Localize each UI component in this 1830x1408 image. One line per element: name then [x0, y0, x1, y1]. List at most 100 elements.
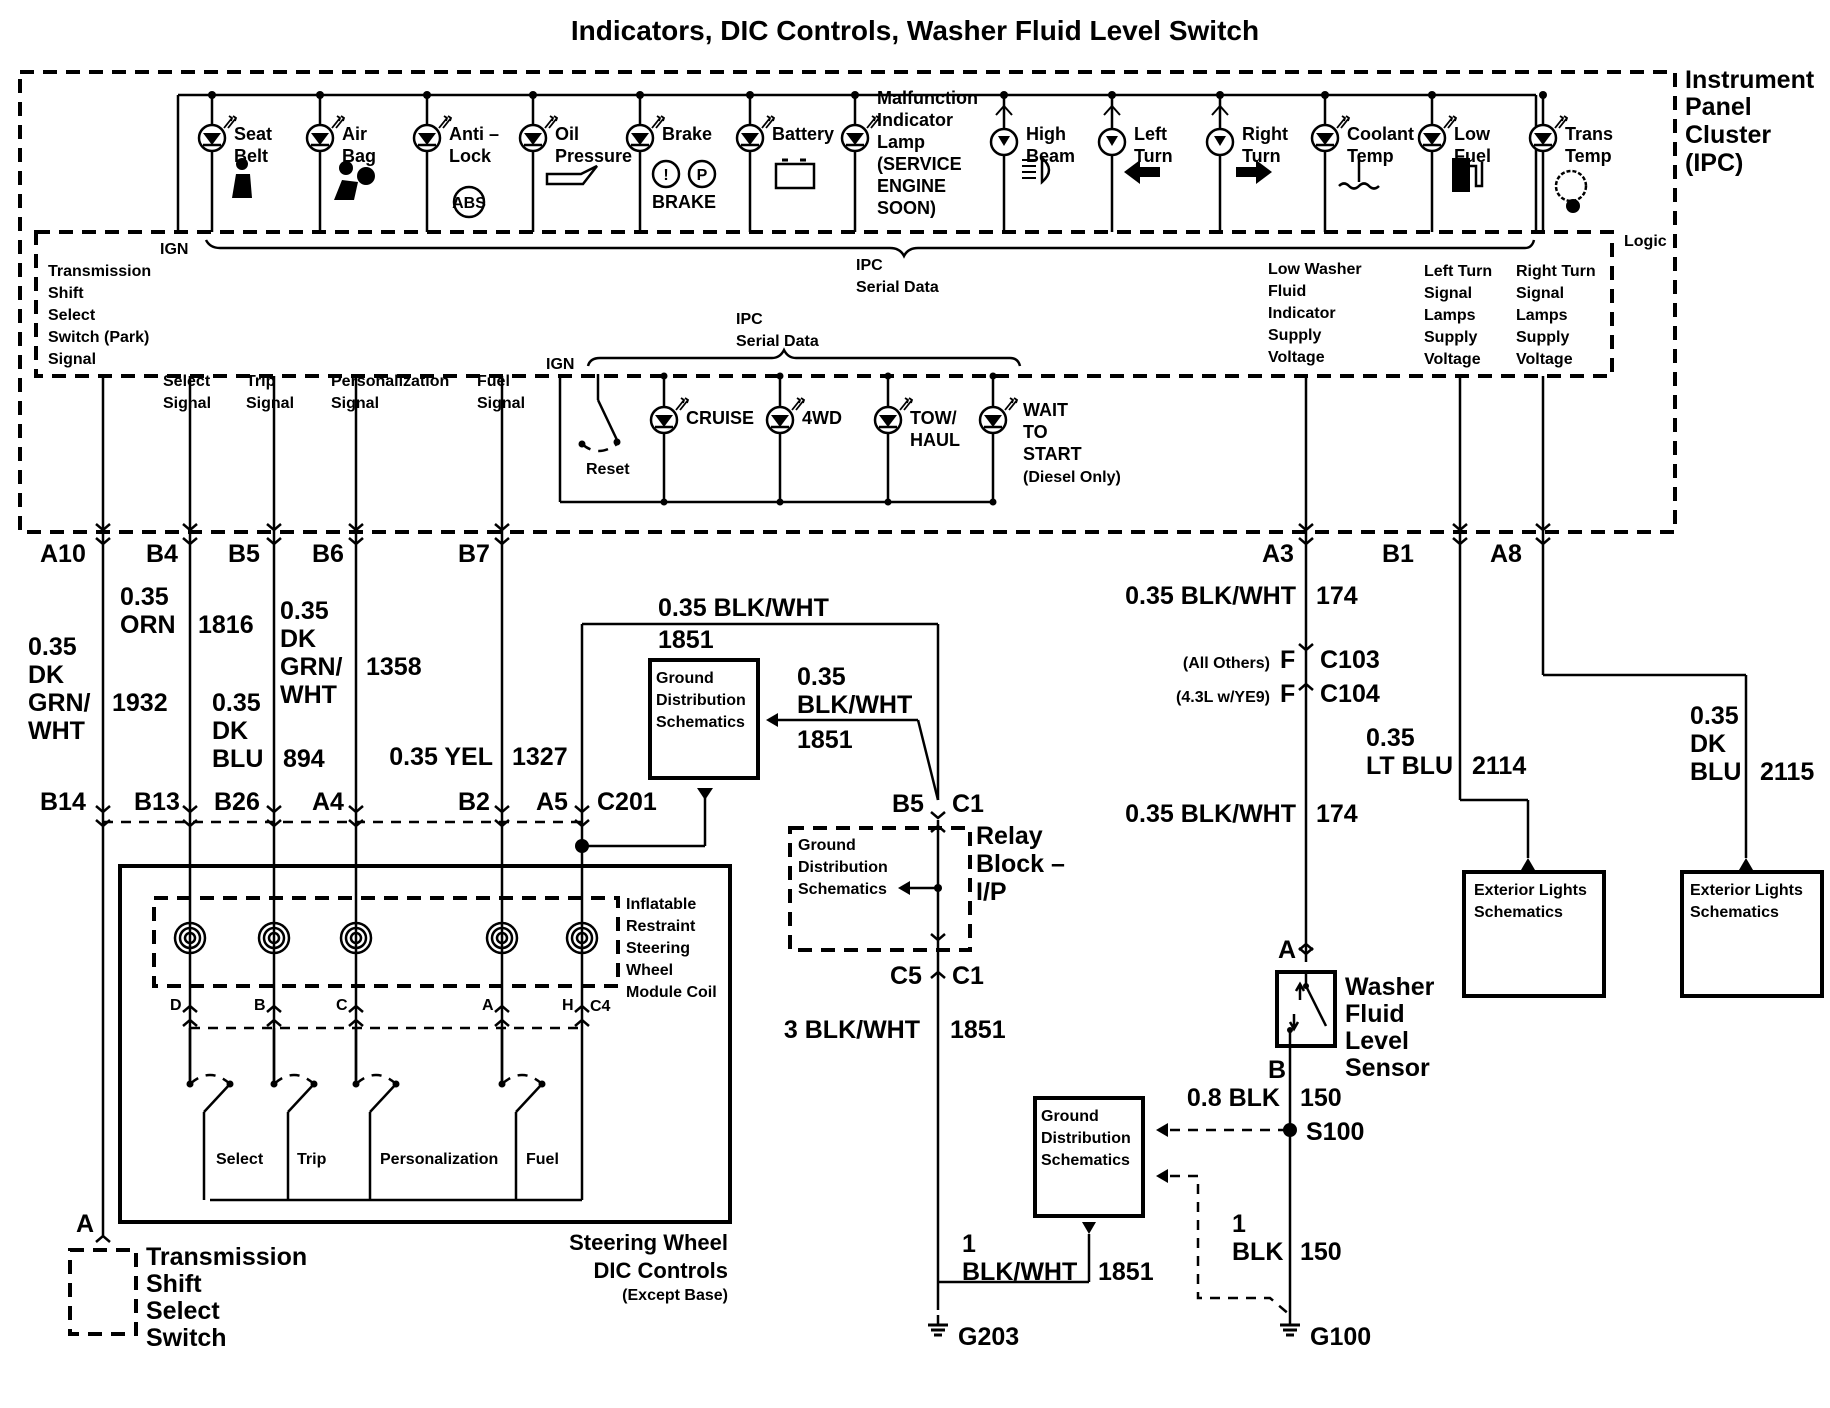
signal-label: Transmission: [48, 263, 151, 280]
c201-pin-label: B26: [214, 788, 260, 816]
svg-text:BLK: BLK: [1232, 1238, 1283, 1266]
c201-pin-label: B13: [134, 788, 180, 816]
indicator-label: Temp: [1347, 146, 1394, 166]
indicator-label: Trans: [1565, 124, 1613, 144]
indicator-label: Seat: [234, 124, 272, 144]
signal-label: Shift: [48, 285, 84, 302]
svg-text:DK: DK: [1690, 730, 1726, 758]
brake-sub-label: BRAKE: [652, 192, 716, 212]
svg-text:Distribution: Distribution: [656, 692, 746, 709]
svg-text:C103: C103: [1320, 646, 1380, 674]
svg-text:C4: C4: [590, 998, 611, 1015]
signal-label: Fluid: [1268, 283, 1306, 300]
ign-label-top: IGN: [160, 241, 188, 258]
svg-text:150: 150: [1300, 1084, 1342, 1112]
svg-text:Schematics: Schematics: [798, 881, 887, 898]
fuel-pump-icon: [1452, 158, 1484, 192]
ipc-serial-data-label-top-1: IPC: [856, 257, 883, 274]
svg-text:G100: G100: [1310, 1323, 1371, 1351]
indicator-label: Battery: [772, 124, 834, 144]
svg-text:0.35: 0.35: [280, 597, 329, 625]
svg-text:C1: C1: [952, 962, 984, 990]
coolant-icon: [1338, 156, 1380, 190]
svg-text:0.35: 0.35: [212, 689, 261, 717]
lower-indicator-label: TO: [1023, 422, 1048, 442]
signal-label: Fuel: [477, 373, 510, 390]
indicator-label: Temp: [1565, 146, 1612, 166]
svg-text:Distribution: Distribution: [798, 859, 888, 876]
ipc-pin-label: B6: [312, 540, 344, 568]
svg-text:BLK/WHT: BLK/WHT: [962, 1258, 1077, 1286]
svg-text:Ground: Ground: [656, 670, 714, 687]
c201-pin-label: B2: [458, 788, 490, 816]
signal-label: Signal: [163, 395, 211, 412]
svg-text:1816: 1816: [198, 611, 254, 639]
coil-pin-label: A: [482, 997, 494, 1014]
switch-label: Fuel: [526, 1151, 559, 1168]
left-arrow-icon: [1124, 160, 1160, 184]
connector-chevrons: [95, 523, 1551, 1243]
indicator-label: Oil: [555, 124, 579, 144]
indicator-label: (SERVICE: [877, 154, 962, 174]
svg-text:2115: 2115: [1760, 758, 1814, 786]
signal-label: Signal: [246, 395, 294, 412]
g203-ground-icon: [926, 1313, 950, 1337]
svg-text:Switch: Switch: [146, 1324, 227, 1352]
indicator-label: Beam: [1026, 146, 1075, 166]
lower-indicator: TOW/HAUL: [873, 372, 960, 506]
battery-icon: [774, 158, 816, 190]
wire-b5-label: 0.35 DK BLU 894: [212, 689, 325, 773]
svg-text:Schematics: Schematics: [1041, 1152, 1130, 1169]
svg-text:1851: 1851: [797, 726, 853, 754]
svg-text:LT BLU: LT BLU: [1366, 752, 1453, 780]
signal-label: Supply: [1268, 327, 1321, 344]
svg-text:BLU: BLU: [212, 745, 263, 773]
switch-label: Trip: [297, 1151, 327, 1168]
svg-text:BLU: BLU: [1690, 758, 1741, 786]
svg-text:C1: C1: [952, 790, 984, 818]
svg-text:1851: 1851: [1098, 1258, 1154, 1286]
svg-text:150: 150: [1300, 1238, 1342, 1266]
exterior-lights-box-right: [1680, 870, 1824, 998]
svg-text:DIC Controls: DIC Controls: [594, 1258, 728, 1283]
c201-pin-label: A4: [312, 788, 344, 816]
signal-label: Signal: [48, 351, 96, 368]
signal-label: Supply: [1516, 329, 1569, 346]
lower-indicator-label: 4WD: [802, 408, 842, 428]
signal-label: Personalization: [331, 373, 449, 390]
lower-indicator-label: CRUISE: [686, 408, 754, 428]
svg-text:G203: G203: [958, 1323, 1019, 1351]
svg-text:Schematics: Schematics: [1690, 904, 1779, 921]
svg-text:Ground: Ground: [798, 837, 856, 854]
svg-text:DK: DK: [280, 625, 316, 653]
svg-text:Steering Wheel: Steering Wheel: [569, 1230, 728, 1255]
c201-pin-label: A5: [536, 788, 568, 816]
ipc-pin-label: B1: [1382, 540, 1414, 568]
svg-text:Sensor: Sensor: [1345, 1054, 1430, 1082]
switch-trip: Trip: [270, 1028, 327, 1200]
lamp-symbol-icon: [412, 114, 453, 153]
svg-text:1851: 1851: [950, 1016, 1006, 1044]
svg-text:1358: 1358: [366, 653, 422, 681]
signal-label: Voltage: [1516, 351, 1573, 368]
ipc-serial-data-label-top-2: Serial Data: [856, 279, 939, 296]
svg-text:Ground: Ground: [1041, 1108, 1099, 1125]
switch-fuel: Fuel: [498, 1028, 559, 1200]
signal-label: Signal: [1424, 285, 1472, 302]
lamp-symbol-icon: [1310, 114, 1351, 153]
gds-box-1: [648, 658, 760, 780]
indicator-label: Pressure: [555, 146, 632, 166]
svg-text:(All Others): (All Others): [1183, 655, 1270, 672]
switch-select: Select: [186, 1028, 264, 1200]
ipc-serial-data-label-lower-1: IPC: [736, 311, 763, 328]
wire-b6-label: 0.35 DK GRN/ WHT 1358: [280, 597, 422, 709]
diagram-title: Indicators, DIC Controls, Washer Fluid L…: [571, 15, 1259, 46]
svg-text:(4.3L w/YE9): (4.3L w/YE9): [1176, 689, 1270, 706]
